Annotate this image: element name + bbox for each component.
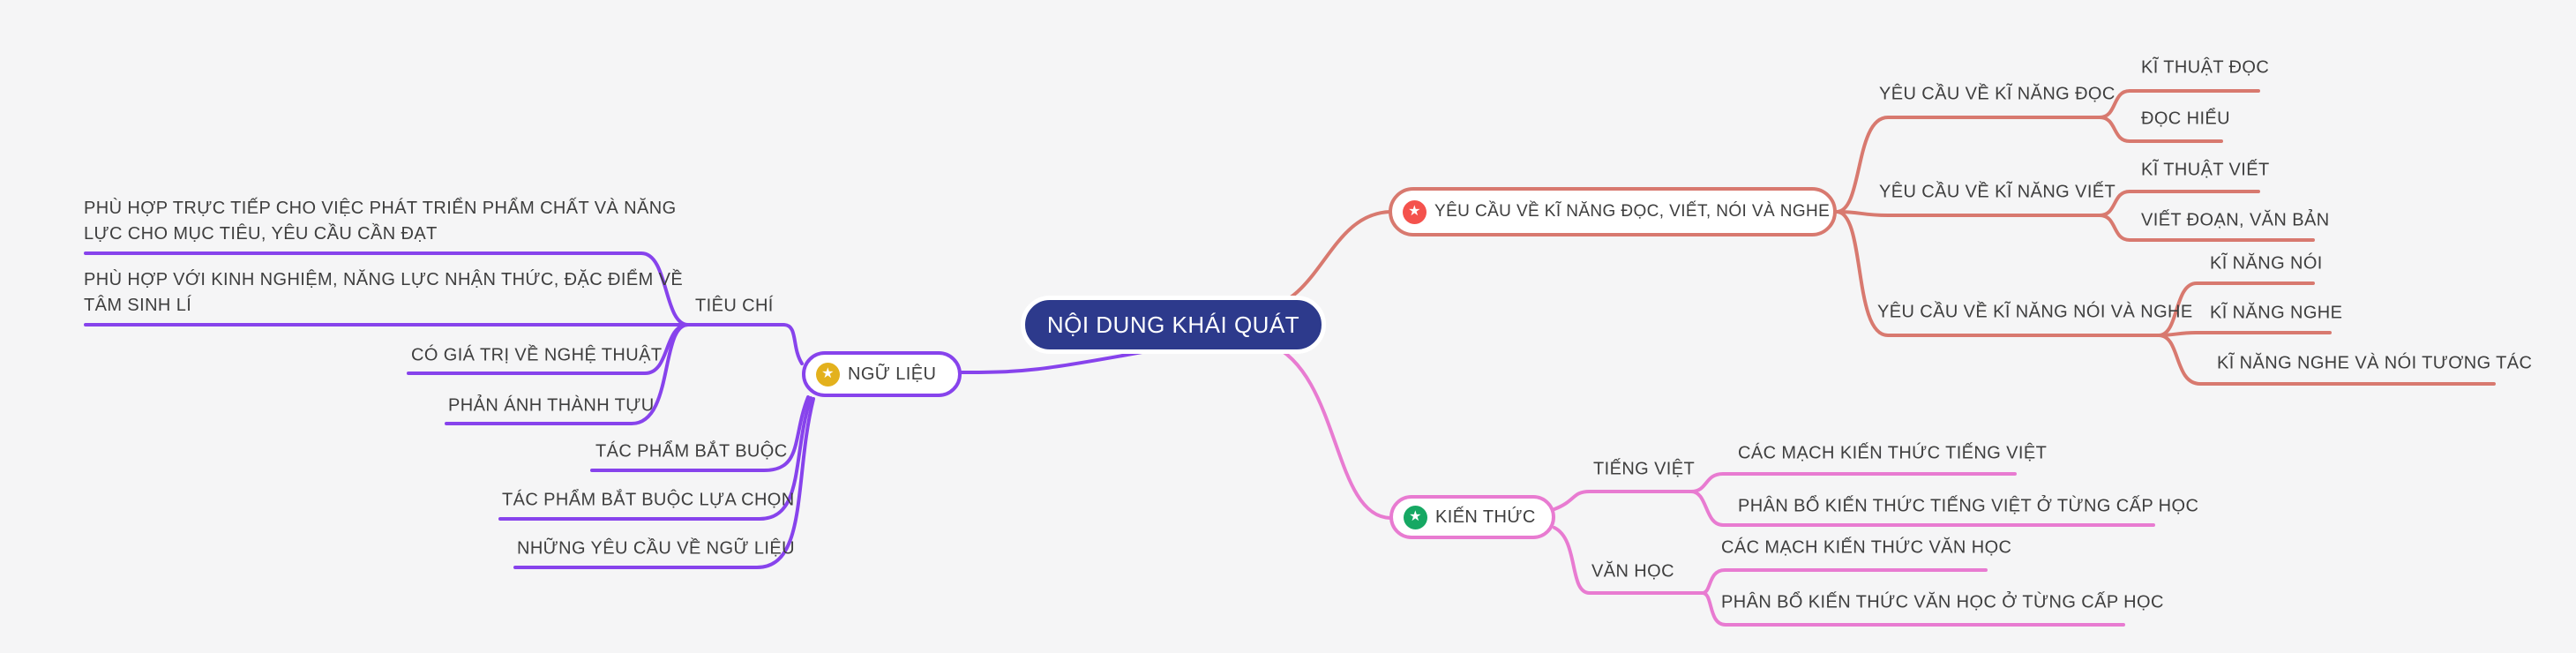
leaf-co-gia-tri-nghe-thuat[interactable]: CÓ GIÁ TRỊ VỀ NGHỆ THUẬT xyxy=(411,345,663,365)
line-viet-doan xyxy=(2098,214,2315,242)
line-vanhoc xyxy=(1553,526,1704,595)
branch-node-ngu-lieu[interactable]: ★ NGỮ LIỆU xyxy=(802,351,962,397)
star-icon: ★ xyxy=(1403,199,1427,224)
leaf-tac-pham-bat-buoc[interactable]: TÁC PHẨM BẮT BUỘC xyxy=(595,441,788,462)
line-macch-vanhoc xyxy=(1701,568,1988,595)
leaf-phan-bo-kien-thuc-tieng-viet[interactable]: PHÂN BỔ KIẾN THỨC TIẾNG VIỆT Ở TỪNG CẤP … xyxy=(1738,496,2199,516)
leaf-ki-nang-nghe-va-noi-tuong-tac[interactable]: KĨ NĂNG NGHE VÀ NÓI TƯƠNG TÁC xyxy=(2217,353,2533,373)
leaf-ki-thuat-doc[interactable]: KĨ THUẬT ĐỌC xyxy=(2141,57,2270,78)
line-tieuchi-leaf1 xyxy=(84,251,690,326)
leaf-cac-mach-kien-thuc-tieng-viet[interactable]: CÁC MẠCH KIẾN THỨC TIẾNG VIỆT xyxy=(1738,443,2048,463)
central-topic-label: NỘI DUNG KHÁI QUÁT xyxy=(1046,311,1300,338)
star-icon: ★ xyxy=(816,362,840,387)
line-ngulieu-leaf1 xyxy=(590,395,810,472)
leaf-phan-anh-thanh-tuu[interactable]: PHẢN ÁNH THÀNH TỰU xyxy=(448,395,655,416)
leaf-doc-hieu[interactable]: ĐỌC HIỂU xyxy=(2141,109,2230,129)
leaf-ki-nang-noi[interactable]: KĨ NĂNG NÓI xyxy=(2210,253,2323,274)
subtopic-yeu-cau-ki-nang-doc[interactable]: YÊU CẦU VỀ KĨ NĂNG ĐỌC xyxy=(1879,84,2115,104)
leaf-line-text: TÂM SINH LÍ xyxy=(84,296,192,315)
line-phanbo-tiengviet xyxy=(1689,490,2155,527)
subtopic-tieng-viet[interactable]: TIẾNG VIỆT xyxy=(1593,459,1696,479)
line-kynang-noinghe xyxy=(1835,210,2160,337)
subtopic-van-hoc[interactable]: VĂN HỌC xyxy=(1591,561,1674,582)
leaf-phu-hop-kinh-nghiem[interactable]: PHÙ HỢP VỚI KINH NGHIỆM, NĂNG LỰC NHẬN T… xyxy=(84,267,683,319)
line-nghe-noi-tuongtac xyxy=(2157,334,2496,386)
line-central-to-kienthuc xyxy=(1269,342,1392,520)
line-central-to-ngulieu xyxy=(960,349,1149,374)
line-ngulieu-leaf2 xyxy=(498,396,812,521)
leaf-line-text: PHÙ HỢP VỚI KINH NGHIỆM, NĂNG LỰC NHẬN T… xyxy=(84,270,684,289)
branch-node-yeu-cau-ki-nang[interactable]: ★ YÊU CẦU VỀ KĨ NĂNG ĐỌC, VIẾT, NÓI VÀ N… xyxy=(1389,187,1837,236)
leaf-tac-pham-bat-buoc-lua-chon[interactable]: TÁC PHẨM BẮT BUỘC LỰA CHỌN xyxy=(502,490,795,510)
leaf-nhung-yeu-cau-ve-ngu-lieu[interactable]: NHỮNG YÊU CẦU VỀ NGỮ LIỆU xyxy=(517,538,795,559)
line-kynang-noi xyxy=(2157,281,2315,337)
branch-label-kien-thuc: KIẾN THỨC xyxy=(1435,507,1536,527)
branch-label-ngu-lieu: NGỮ LIỆU xyxy=(848,364,937,384)
subtopic-yeu-cau-ki-nang-viet[interactable]: YÊU CẦU VỀ KĨ NĂNG VIẾT xyxy=(1879,182,2116,202)
leaf-cac-mach-kien-thuc-van-hoc[interactable]: CÁC MẠCH KIẾN THỨC VĂN HỌC xyxy=(1721,537,2012,558)
line-kynang-viet xyxy=(1835,210,2101,217)
line-ngulieu-leaf3 xyxy=(513,397,815,569)
line-tieuchi-leaf4 xyxy=(445,323,690,425)
star-icon: ★ xyxy=(1404,505,1427,529)
line-doc-hieu xyxy=(2098,116,2223,143)
line-macch-tiengviet xyxy=(1689,472,2017,493)
line-kynang-doc xyxy=(1835,116,2101,214)
leaf-ki-nang-nghe[interactable]: KĨ NĂNG NGHE xyxy=(2210,303,2343,323)
leaf-ki-thuat-viet[interactable]: KĨ THUẬT VIẾT xyxy=(2141,160,2270,180)
subtopic-tieu-chi[interactable]: TIÊU CHÍ xyxy=(695,296,774,316)
subtopic-yeu-cau-ki-nang-noi-va-nghe[interactable]: YÊU CẦU VỀ KĨ NĂNG NÓI VÀ NGHE xyxy=(1877,302,2193,322)
line-central-to-yeucau xyxy=(1269,210,1392,310)
line-tieuchi xyxy=(686,323,804,365)
branch-label-yeu-cau-ki-nang: YÊU CẦU VỀ KĨ NĂNG ĐỌC, VIẾT, NÓI VÀ NGH… xyxy=(1434,202,1831,221)
leaf-line-text: LỰC CHO MỤC TIÊU, YÊU CẦU CẦN ĐẠT xyxy=(84,224,438,244)
branch-node-kien-thuc[interactable]: ★ KIẾN THỨC xyxy=(1389,495,1555,539)
leaf-phu-hop-truc-tiep[interactable]: PHÙ HỢP TRỰC TIẾP CHO VIỆC PHÁT TRIỂN PH… xyxy=(84,196,677,247)
central-topic-node[interactable]: NỘI DUNG KHÁI QUÁT xyxy=(1021,296,1326,354)
line-tiengviet xyxy=(1553,490,1693,511)
line-phanbo-vanhoc xyxy=(1701,591,2125,627)
leaf-phan-bo-kien-thuc-van-hoc[interactable]: PHÂN BỔ KIẾN THỨC VĂN HỌC Ở TỪNG CẤP HỌC xyxy=(1721,592,2164,612)
leaf-line-text: PHÙ HỢP TRỰC TIẾP CHO VIỆC PHÁT TRIỂN PH… xyxy=(84,199,677,218)
leaf-viet-doan-van-ban[interactable]: VIẾT ĐOẠN, VĂN BẢN xyxy=(2141,210,2330,230)
line-kynang-nghe xyxy=(2157,331,2332,337)
